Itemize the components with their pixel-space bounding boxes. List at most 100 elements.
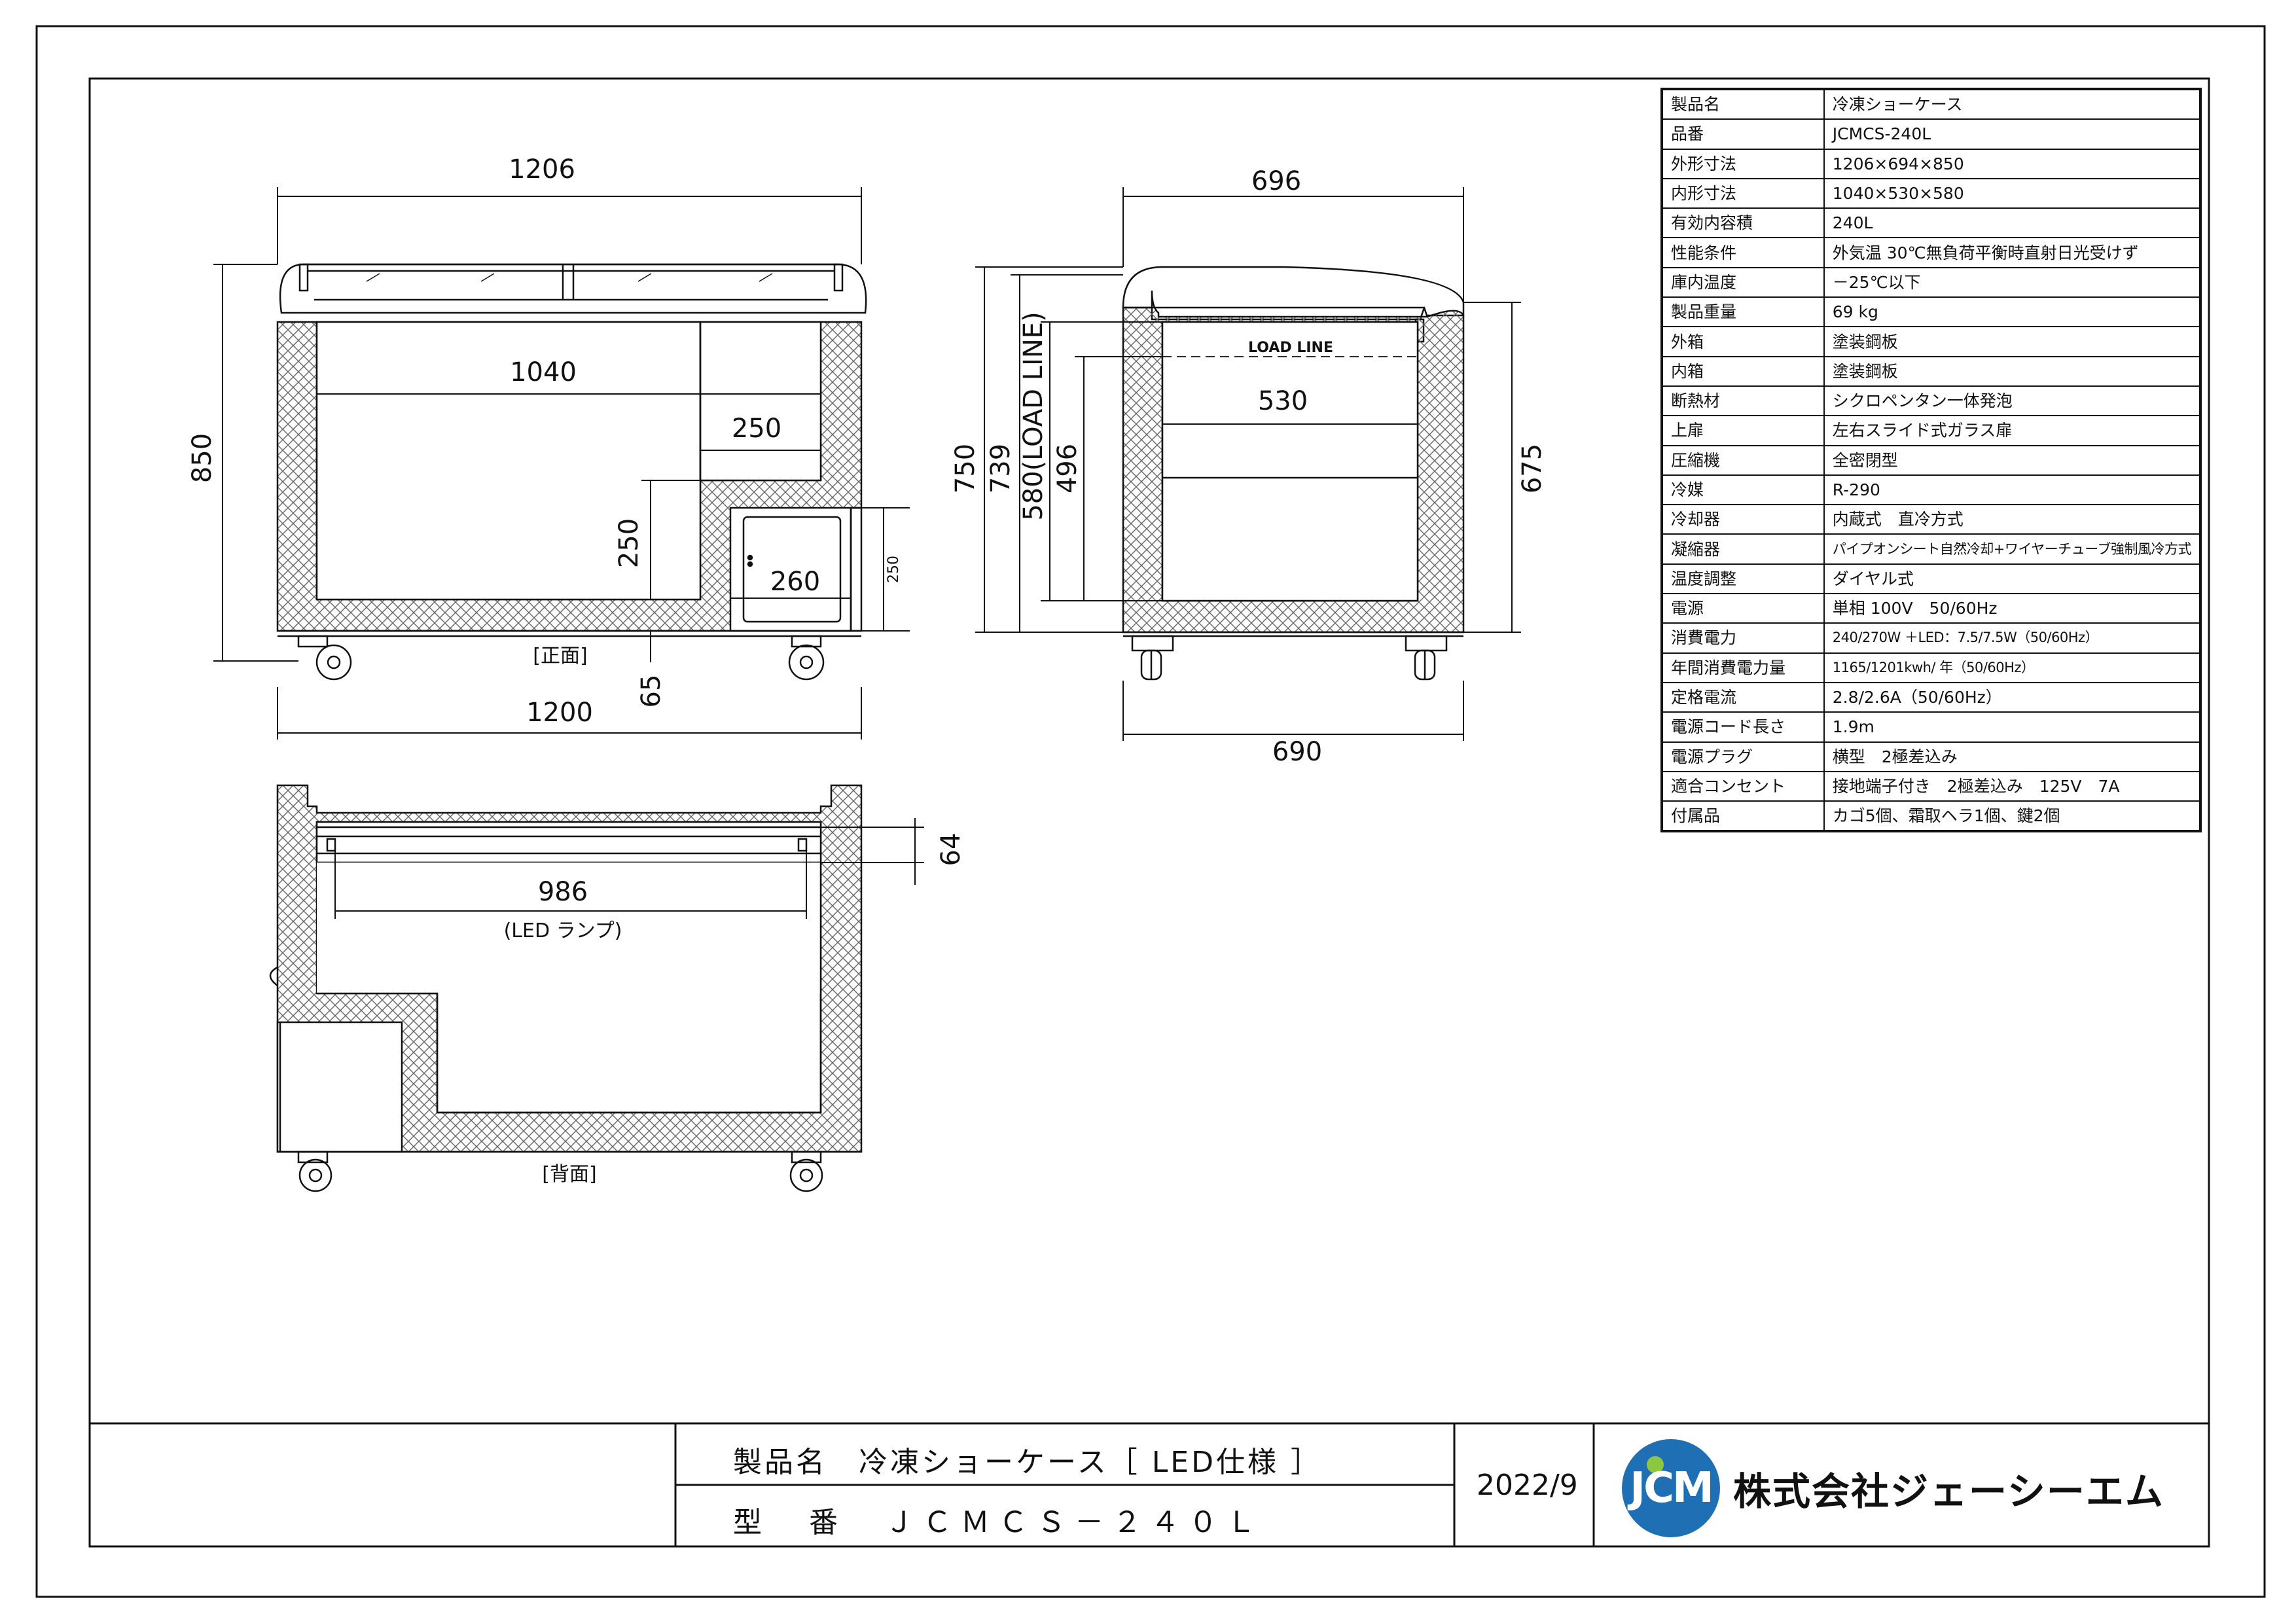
spec-key: 上扉 <box>1661 415 1825 446</box>
spec-value: －25℃以下 <box>1823 266 2202 298</box>
dim-side-h496: 496 <box>1052 444 1083 493</box>
spec-row: 適合コンセント接地端子付き 2極差込み 125V 7A <box>1661 770 2202 802</box>
spec-value: 冷凍ショーケース <box>1823 88 2202 120</box>
spec-value: 240/270W ＋LED：7.5/7.5W（50/60Hz） <box>1823 622 2202 654</box>
spec-row: 断熱材シクロペンタン一体発泡 <box>1661 385 2202 417</box>
spec-row: 製品名冷凍ショーケース <box>1661 88 2202 120</box>
spec-key: 圧縮機 <box>1661 444 1825 476</box>
spec-key: 冷媒 <box>1661 474 1825 506</box>
spec-key: 品番 <box>1661 118 1825 150</box>
inner-frame <box>88 77 2210 1548</box>
spec-row: 圧縮機全密閉型 <box>1661 444 2202 476</box>
spec-value: 1206×694×850 <box>1823 148 2202 179</box>
spec-value: R-290 <box>1823 474 2202 506</box>
spec-row: 凝縮器パイプオンシート自然冷却+ワイヤーチューブ強制風冷方式 <box>1661 533 2202 565</box>
spec-row: 電源単相 100V 50/60Hz <box>1661 593 2202 624</box>
spec-key: 内箱 <box>1661 355 1825 387</box>
spec-key: 年間消費電力量 <box>1661 652 1825 683</box>
dim-front-unit-width: 260 <box>770 567 820 597</box>
dim-front-inner-width: 1040 <box>510 357 577 387</box>
spec-row: 冷却器内蔵式 直冷方式 <box>1661 504 2202 535</box>
spec-key: 電源プラグ <box>1661 741 1825 772</box>
front-view-dimensions <box>213 187 910 740</box>
spec-key: 製品重量 <box>1661 296 1825 328</box>
dim-back-led-height: 64 <box>936 833 966 866</box>
spec-value: 2.8/2.6A（50/60Hz） <box>1823 681 2202 713</box>
spec-row: 上扉左右スライド式ガラス扉 <box>1661 415 2202 446</box>
front-view-caption: [正面] <box>533 645 587 668</box>
dim-front-base-width: 1200 <box>526 698 593 728</box>
spec-value: 接地端子付き 2極差込み 125V 7A <box>1823 770 2202 802</box>
spec-key: 冷却器 <box>1661 504 1825 535</box>
spec-value: 1040×530×580 <box>1823 177 2202 209</box>
dim-back-led-width: 986 <box>538 877 588 907</box>
spec-row: 性能条件外気温 30℃無負荷平衡時直射日光受けず <box>1661 237 2202 268</box>
spec-key: 消費電力 <box>1661 622 1825 654</box>
side-view-dimensions <box>975 187 1521 741</box>
spec-key: 庫内温度 <box>1661 266 1825 298</box>
spec-key: 適合コンセント <box>1661 770 1825 802</box>
spec-value: 横型 2極差込み <box>1823 741 2202 772</box>
spec-key: 外箱 <box>1661 326 1825 357</box>
spec-value: 外気温 30℃無負荷平衡時直射日光受けず <box>1823 237 2202 268</box>
dim-side-inner-depth: 530 <box>1258 386 1308 416</box>
dim-back-led-label: (LED ランプ) <box>504 919 622 942</box>
back-view-caption: [背面] <box>542 1163 596 1186</box>
logo-text: JCM <box>1630 1464 1713 1512</box>
spec-value: 塗装鋼板 <box>1823 355 2202 387</box>
dim-front-compartment-width: 250 <box>732 414 781 444</box>
spec-key: 内形寸法 <box>1661 177 1825 209</box>
dim-side-h750: 750 <box>950 444 980 493</box>
company-logo: JCM <box>1622 1439 1720 1537</box>
spec-row: 電源プラグ横型 2極差込み <box>1661 741 2202 772</box>
dim-side-h739: 739 <box>986 444 1016 493</box>
spec-value: JCMCS-240L <box>1823 118 2202 150</box>
spec-value: 単相 100V 50/60Hz <box>1823 593 2202 624</box>
spec-key: 定格電流 <box>1661 681 1825 713</box>
spec-value: 内蔵式 直冷方式 <box>1823 504 2202 535</box>
dim-front-overall-width: 1206 <box>509 154 575 185</box>
spec-key: 付属品 <box>1661 800 1825 832</box>
spec-value: ダイヤル式 <box>1823 563 2202 595</box>
spec-row: 温度調整ダイヤル式 <box>1661 563 2202 595</box>
dim-front-unit-height: 250 <box>886 556 902 583</box>
spec-row: 付属品カゴ5個、霜取ヘラ1個、鍵2個 <box>1661 800 2202 832</box>
spec-value: 全密閉型 <box>1823 444 2202 476</box>
dim-front-compartment-height: 250 <box>614 518 644 568</box>
spec-key: 断熱材 <box>1661 385 1825 417</box>
spec-value: 1.9m <box>1823 711 2202 743</box>
company-name: 株式会社ジェーシーエム <box>1733 1469 2164 1514</box>
dim-side-h675: 675 <box>1517 444 1547 493</box>
title-product-name: 製品名 冷凍ショーケース［ LED仕様 ］ <box>733 1446 1322 1479</box>
dim-front-height: 850 <box>187 433 217 483</box>
side-view <box>1122 266 1465 681</box>
spec-row: 庫内温度－25℃以下 <box>1661 266 2202 298</box>
spec-key: 凝縮器 <box>1661 533 1825 565</box>
spec-row: 内箱塗装鋼板 <box>1661 355 2202 387</box>
spec-row: 外箱塗装鋼板 <box>1661 326 2202 357</box>
dim-front-base: 65 <box>636 675 666 708</box>
spec-value: 1165/1201kwh/ 年（50/60Hz） <box>1823 652 2202 683</box>
spec-key: 電源 <box>1661 593 1825 624</box>
spec-value: 左右スライド式ガラス扉 <box>1823 415 2202 446</box>
dim-side-overall-depth: 696 <box>1251 166 1301 196</box>
dim-side-h580: 580(LOAD LINE) <box>1018 312 1049 520</box>
logo-accent-dot <box>1647 1456 1664 1473</box>
spec-key: 性能条件 <box>1661 237 1825 268</box>
title-model-number: 型 番 ＪＣＭＣＳ－２４０Ｌ <box>733 1506 1265 1539</box>
spec-value: パイプオンシート自然冷却+ワイヤーチューブ強制風冷方式 <box>1823 533 2202 565</box>
spec-value: 塗装鋼板 <box>1823 326 2202 357</box>
spec-value: カゴ5個、霜取ヘラ1個、鍵2個 <box>1823 800 2202 832</box>
spec-key: 外形寸法 <box>1661 148 1825 179</box>
